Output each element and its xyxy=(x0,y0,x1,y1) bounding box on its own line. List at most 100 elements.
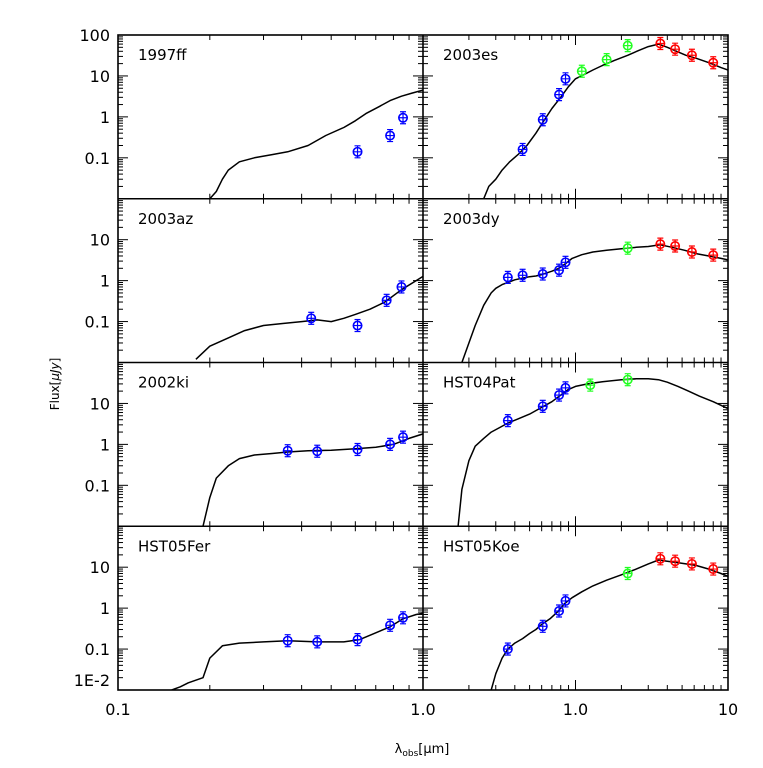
sed-panel: 2003es xyxy=(443,36,728,199)
sed-panel: HST05Fer xyxy=(138,537,423,690)
optical-photometry-point xyxy=(381,293,392,307)
optical-photometry-point xyxy=(352,318,363,333)
irac-photometry-point xyxy=(708,248,719,262)
optical-photometry-point xyxy=(537,113,548,127)
x-tick-label: 1.0 xyxy=(410,700,435,719)
sed-panel: HST05Koe xyxy=(443,537,728,690)
y-tick-label: 0.1 xyxy=(85,149,110,168)
sed-model-curve xyxy=(195,275,423,360)
y-tick-label: 1 xyxy=(100,272,110,291)
y-tick-label: 10 xyxy=(90,67,110,86)
y-axis-title: Flux[μJy] xyxy=(48,358,62,411)
optical-photometry-point xyxy=(517,268,528,282)
optical-photometry-point xyxy=(537,267,548,281)
panel-plot-area xyxy=(483,36,728,199)
panel-title: 1997ff xyxy=(138,46,187,64)
sed-model-curve xyxy=(483,43,728,199)
panel-title: HST05Fer xyxy=(138,537,211,555)
optical-photometry-point xyxy=(385,437,396,451)
panel-title: 2003es xyxy=(443,46,498,64)
optical-photometry-point xyxy=(502,642,513,656)
sed-model-curve xyxy=(490,559,728,690)
irac-photometry-point xyxy=(686,48,697,62)
x-tick-label: 10 xyxy=(718,700,738,719)
panel-plot-area xyxy=(202,430,423,527)
sed-model-curve xyxy=(461,244,728,363)
panel-plot-area xyxy=(209,89,423,199)
optical-photometry-point xyxy=(554,604,565,618)
nir-photometry-point xyxy=(622,566,633,581)
nir-photometry-point xyxy=(601,53,612,67)
panels-layer: 1997ff 2003es 2003az 2003dy 2002ki HST04PatHS… xyxy=(138,36,728,690)
optical-photometry-point xyxy=(560,255,571,269)
optical-photometry-point xyxy=(282,634,293,648)
optical-photometry-point xyxy=(312,444,323,458)
sed-model-curve xyxy=(457,378,728,527)
optical-photometry-point xyxy=(396,280,407,294)
x-axis-title: λobs[μm] xyxy=(395,742,450,759)
panel-title: 2002ki xyxy=(138,374,189,392)
axis-ticks-layer: 100 10 1 0.1 10 1 0.1 10 1 0.1 10 1 0.1 1E-2 0.1 1.0 1.0… xyxy=(74,26,738,719)
nir-photometry-point xyxy=(622,39,633,53)
optical-photometry-point xyxy=(517,142,528,157)
optical-photometry-point xyxy=(385,618,396,632)
y-tick-label: 10 xyxy=(90,394,110,413)
x-tick-label: 0.1 xyxy=(105,700,130,719)
panel-title: 2003az xyxy=(138,210,193,228)
optical-photometry-point xyxy=(554,263,565,277)
panel-title: HST04Pat xyxy=(443,374,516,392)
optical-photometry-point xyxy=(312,635,323,649)
y-tick-label: 1 xyxy=(100,435,110,454)
irac-photometry-point xyxy=(670,554,681,568)
optical-photometry-point xyxy=(560,72,571,86)
irac-photometry-point xyxy=(686,245,697,259)
irac-photometry-point xyxy=(708,56,719,70)
optical-photometry-point xyxy=(502,414,513,428)
y-tick-label: 1E-2 xyxy=(74,671,110,690)
y-tick-label: 0.1 xyxy=(85,313,110,332)
optical-photometry-point xyxy=(352,633,363,647)
optical-photometry-point xyxy=(398,611,409,625)
irac-photometry-point xyxy=(686,557,697,571)
optical-photometry-point xyxy=(385,128,396,143)
sed-panel: 2003az xyxy=(138,210,423,360)
irac-photometry-point xyxy=(655,552,666,566)
panel-plot-area xyxy=(461,237,728,363)
y-tick-label: 100 xyxy=(79,26,110,45)
nir-photometry-point xyxy=(585,378,596,392)
panel-plot-area xyxy=(195,275,423,360)
y-tick-label: 10 xyxy=(90,231,110,250)
y-tick-label: 1 xyxy=(100,599,110,618)
optical-photometry-point xyxy=(502,270,513,284)
irac-photometry-point xyxy=(655,237,666,251)
optical-photometry-point xyxy=(398,111,409,125)
sed-model-curve xyxy=(209,89,423,199)
sed-panel: 2002ki xyxy=(138,374,423,527)
x-tick-label: 1.0 xyxy=(563,700,588,719)
optical-photometry-point xyxy=(560,381,571,395)
sed-panel: HST04Pat xyxy=(443,373,728,527)
sed-panel: 1997ff xyxy=(138,46,423,199)
panel-plot-area xyxy=(171,611,423,690)
sed-panel: 2003dy xyxy=(443,210,728,363)
irac-photometry-point xyxy=(670,239,681,253)
optical-photometry-point xyxy=(398,430,409,444)
optical-photometry-point xyxy=(306,311,317,325)
y-tick-label: 0.1 xyxy=(85,476,110,495)
panel-plot-area xyxy=(490,552,728,690)
y-tick-label: 0.1 xyxy=(85,640,110,659)
panel-plot-area xyxy=(457,373,728,527)
optical-photometry-point xyxy=(537,399,548,413)
irac-photometry-point xyxy=(670,42,681,56)
nir-photometry-point xyxy=(576,64,587,78)
optical-photometry-point xyxy=(352,442,363,457)
optical-photometry-point xyxy=(554,88,565,102)
optical-photometry-point xyxy=(352,145,363,159)
nir-photometry-point xyxy=(622,373,633,387)
optical-photometry-point xyxy=(560,594,571,608)
optical-photometry-point xyxy=(282,444,293,458)
optical-photometry-point xyxy=(537,619,548,633)
y-tick-label: 1 xyxy=(100,108,110,127)
